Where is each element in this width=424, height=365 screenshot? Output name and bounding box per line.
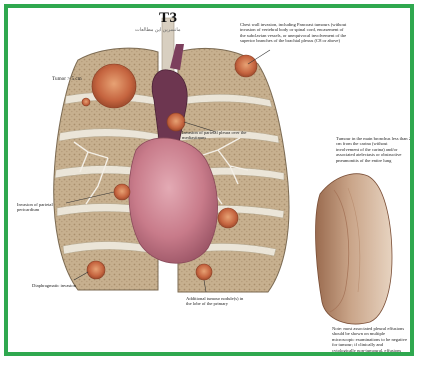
primary-tumor xyxy=(92,64,136,108)
image-frame: T3 مانسرین این مطالعات Tumor > 5 cm Ches… xyxy=(4,4,414,356)
caption-diaphragm: Diaphragmatic invasion xyxy=(32,283,78,288)
caption-effusion-note: Note: most associated pleural effusions … xyxy=(332,326,408,356)
caption-main-bronchus: Tumour in the main bronchus less than 2 … xyxy=(336,136,411,163)
heart xyxy=(129,138,218,263)
chest-wall-nodule xyxy=(235,55,257,77)
stage-label: T3 xyxy=(159,10,178,27)
parietal-pleura-nodule xyxy=(167,113,185,131)
caption-parietal-pleura: Invasion of parietal pleura over the med… xyxy=(182,130,248,141)
side-lung xyxy=(316,174,392,324)
lobe-nodule xyxy=(196,264,212,280)
caption-chest-wall: Chest wall invasion, including Pancoast … xyxy=(240,22,350,44)
diaphragm-nodule xyxy=(87,261,105,279)
pericardial-nodule xyxy=(114,184,130,200)
caption-tumor-size: Tumor > 5 cm xyxy=(52,77,82,82)
arabic-credit: مانسرین این مطالعات xyxy=(135,28,181,33)
caption-additional-nodule: Additional tumour nodule(s) in the lobe … xyxy=(186,296,246,307)
lateral-nodule xyxy=(218,208,238,228)
upper-left-nodule xyxy=(82,98,90,106)
caption-pericardium: Invasion of parietal pericardium xyxy=(17,202,65,213)
